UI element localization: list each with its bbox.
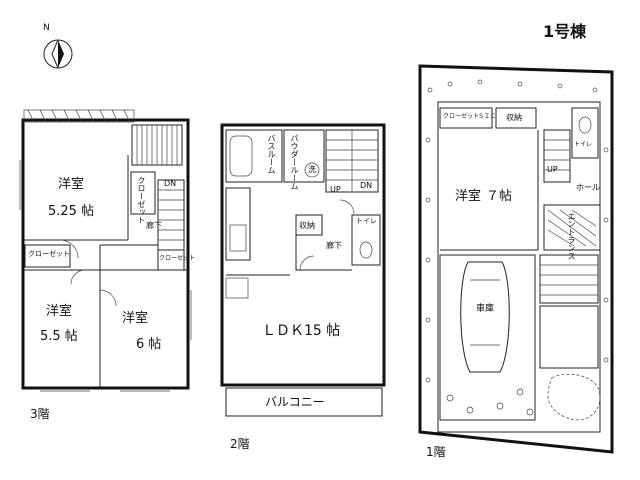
f2-floor-label: 2階 — [230, 437, 250, 451]
f2-dn: DN — [360, 181, 373, 190]
f2-bath: バスルーム — [267, 134, 276, 174]
f2-ldk: ＬＤＫ15 帖 — [262, 323, 341, 339]
f3-western-a-name: 洋室 — [58, 177, 85, 192]
building-title: 1号棟 — [543, 22, 587, 41]
floor1-plan — [418, 64, 614, 454]
f1-up: UP — [547, 165, 558, 174]
f1-western-name: 洋室 — [455, 189, 482, 204]
f1-storage: 収納 — [506, 113, 522, 122]
f3-stair-dn: DN — [164, 179, 177, 188]
compass-north-letter: N — [43, 23, 50, 33]
f2-toilet: トイレ — [356, 217, 377, 225]
f1-western-size: ７帖 — [486, 189, 513, 204]
f1-hall: ホール — [576, 183, 600, 192]
f2-wash: 洗 — [308, 165, 316, 174]
f2-balcony: バルコニー — [265, 395, 325, 409]
f3-western-b-size: 5.5 帖 — [40, 329, 78, 344]
f3-closet-1: クローゼット — [137, 176, 146, 224]
f3-hall: 廊下 — [146, 221, 162, 230]
f3-floor-label: 3階 — [30, 407, 50, 421]
f1-entrance: エントランス — [567, 212, 576, 260]
f1-closet: クローゼット — [443, 113, 480, 120]
f3-western-c-name: 洋室 — [122, 311, 149, 326]
f3-western-c-size: 6 帖 — [136, 337, 162, 352]
compass-icon — [43, 39, 73, 69]
f1-garage: 車庫 — [476, 304, 495, 314]
f2-powder: パウダールーム — [290, 134, 299, 190]
f1-shoe: ＳＩＣ — [478, 113, 497, 120]
f2-up: UP — [330, 185, 341, 194]
f3-western-b-name: 洋室 — [46, 304, 73, 319]
floor2-plan — [220, 123, 386, 417]
floor3-plan — [19, 109, 192, 392]
f2-hall: 廊下 — [326, 241, 342, 250]
f2-storage: 収納 — [299, 221, 315, 230]
f3-western-a-size: 5.25 帖 — [48, 204, 95, 219]
f3-closet-2: クローゼット — [28, 250, 70, 258]
f1-toilet: トイレ — [574, 141, 593, 148]
f3-closet-3: クローゼット — [159, 255, 196, 262]
f1-floor-label: 1階 — [426, 445, 446, 459]
